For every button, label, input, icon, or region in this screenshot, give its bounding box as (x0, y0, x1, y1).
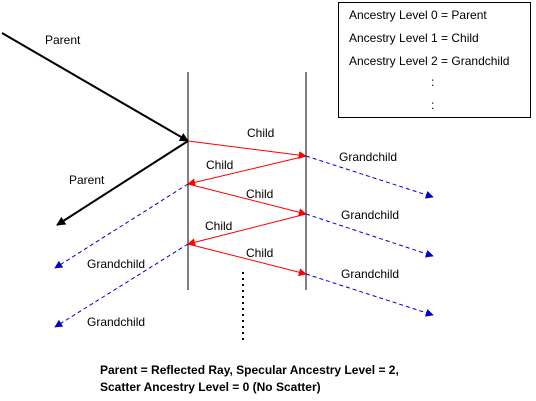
grandchild-ray-left-1 (54, 183, 189, 269)
label-child-5: Child (246, 246, 273, 260)
caption-line-2: Scatter Ancestry Level = 0 (No Scatter) (100, 380, 321, 394)
child-ray-5 (187, 243, 307, 277)
grandchild-ray-right-1 (305, 155, 434, 199)
child-ray-1 (187, 140, 307, 160)
label-grandchild-left-2: Grandchild (87, 315, 145, 329)
grandchild-ray-right-2 (305, 213, 434, 258)
legend-line-level-1: Ancestry Level 1 = Child (349, 31, 479, 45)
child-ray-3 (187, 183, 307, 217)
label-child-2: Child (206, 158, 233, 172)
child-ray-2 (187, 155, 307, 187)
ancestry-legend: Ancestry Level 0 = Parent Ancestry Level… (338, 2, 531, 118)
label-child-1: Child (247, 126, 274, 140)
legend-ellipsis-1: : (431, 75, 435, 89)
legend-line-level-2: Ancestry Level 2 = Grandchild (349, 54, 510, 68)
caption-line-1: Parent = Reflected Ray, Specular Ancestr… (100, 363, 399, 377)
label-parent-reflected: Parent (69, 173, 105, 187)
label-grandchild-right-3: Grandchild (341, 267, 399, 281)
label-child-4: Child (205, 219, 232, 233)
continuation-dots (242, 272, 244, 340)
label-grandchild-left-1: Grandchild (87, 257, 145, 271)
grandchild-ray-left-2 (54, 243, 189, 328)
grandchild-ray-right-3 (305, 273, 434, 317)
label-child-3: Child (246, 187, 273, 201)
parent-reflected-ray (56, 140, 189, 226)
parent-incident-ray (1, 32, 189, 142)
child-ray-4 (187, 213, 307, 247)
label-grandchild-right-1: Grandchild (339, 150, 397, 164)
legend-line-level-0: Ancestry Level 0 = Parent (349, 8, 487, 22)
label-grandchild-right-2: Grandchild (341, 208, 399, 222)
label-parent-incident: Parent (45, 33, 81, 47)
legend-ellipsis-2: : (431, 98, 435, 112)
